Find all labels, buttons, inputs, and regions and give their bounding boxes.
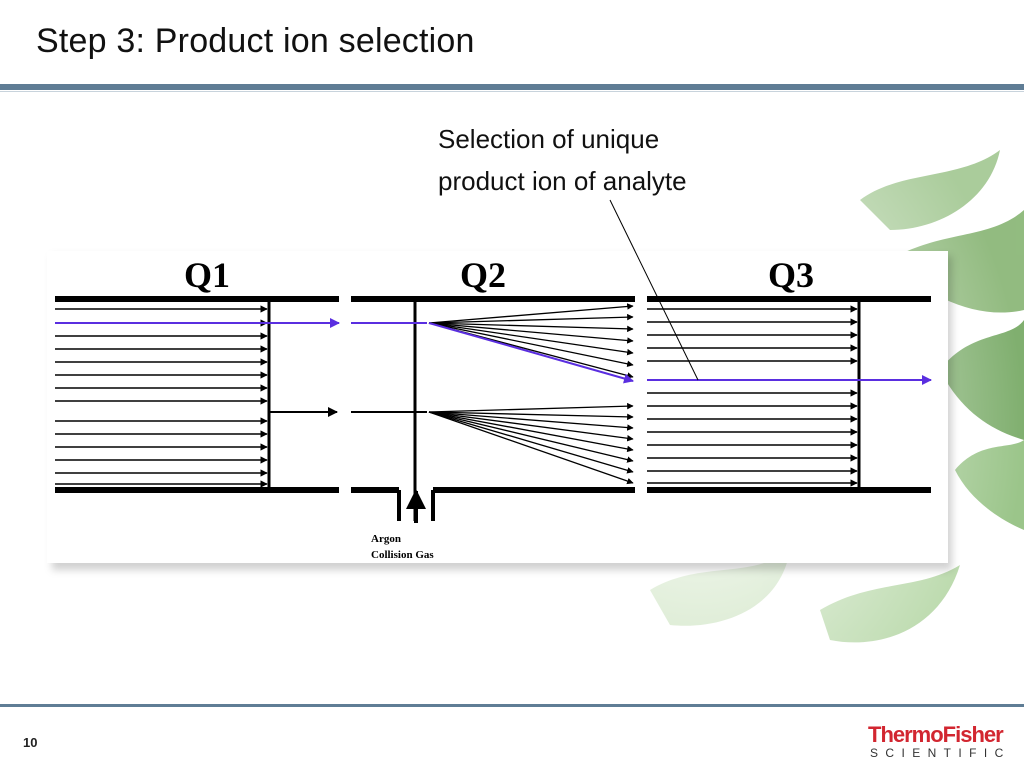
collision-gas-label: Collision Gas (371, 549, 434, 561)
q1-label: Q1 (184, 255, 230, 295)
q2-selected-fragment (428, 322, 634, 384)
callout-line-2: product ion of analyte (438, 166, 687, 196)
q2-fragment-arrow (428, 322, 634, 333)
diagram-geometry (55, 296, 932, 523)
q2-fragment-arrow (428, 313, 634, 324)
q2-label: Q2 (460, 255, 506, 295)
footer-divider (0, 704, 1024, 707)
logo-brand: ThermoFisher (868, 722, 1004, 747)
q2-fragment-arrow (428, 303, 634, 324)
triple-quadrupole-diagram: Q1 Q2 Q3 Argon Collision Gas (55, 255, 932, 561)
page-number: 10 (23, 735, 38, 750)
q2-fragment-arrow (428, 322, 634, 344)
triple-quadrupole-figure: Q1 Q2 Q3 Argon Collision Gas (47, 251, 948, 563)
logo-subtitle: SCIENTIFIC (870, 746, 1011, 760)
q2-fragment-arrow (428, 411, 634, 485)
callout-line-1: Selection of unique (438, 124, 660, 154)
title-divider (0, 84, 1024, 90)
q2-fragment-arrow (428, 411, 634, 474)
q2-fragment-arrow (428, 411, 634, 453)
q2-fragment-arrow (428, 322, 634, 368)
q3-label: Q3 (768, 255, 814, 295)
title-divider-highlight (0, 91, 1024, 92)
slide-title: Step 3: Product ion selection (36, 22, 475, 60)
q2-fragment-arrow (428, 402, 634, 413)
thermo-fisher-logo: ThermoFisher SCIENTIFIC (868, 722, 1008, 760)
q2-fragment-arrow (428, 322, 634, 356)
callout-text: Selection of unique product ion of analy… (438, 118, 687, 202)
q2-fragment-arrow (428, 411, 634, 463)
q2-fragment-arrow (428, 411, 634, 442)
q2-fragment-arrow (428, 411, 634, 421)
argon-label: Argon (371, 533, 401, 545)
q2-fragment-arrow (428, 411, 634, 431)
